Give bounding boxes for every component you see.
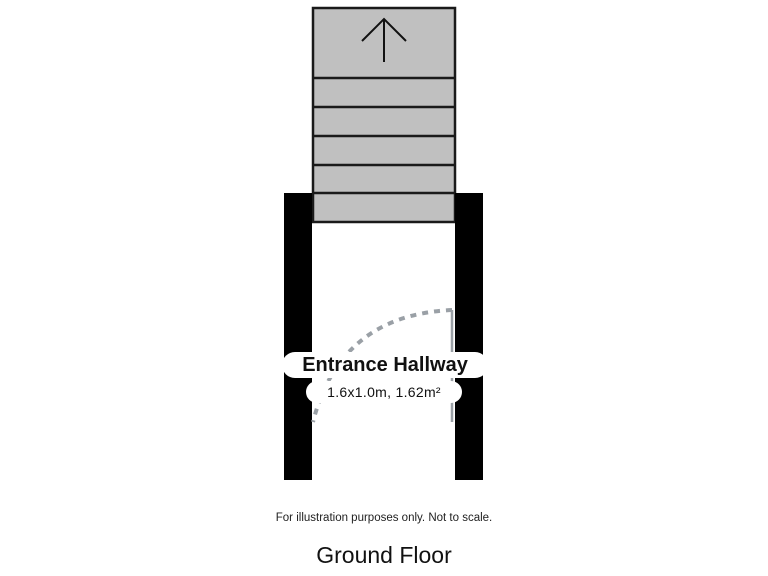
door-arc (311, 308, 453, 423)
staircase (311, 6, 457, 224)
right-wall (455, 193, 483, 480)
arrow-up-icon (361, 17, 407, 62)
room-name-label: Entrance Hallway (282, 352, 488, 378)
floor-title: Ground Floor (316, 542, 452, 568)
room-dimensions-label: 1.6x1.0m, 1.62m² (306, 381, 462, 403)
left-wall (284, 193, 312, 480)
disclaimer-text: For illustration purposes only. Not to s… (275, 512, 493, 524)
